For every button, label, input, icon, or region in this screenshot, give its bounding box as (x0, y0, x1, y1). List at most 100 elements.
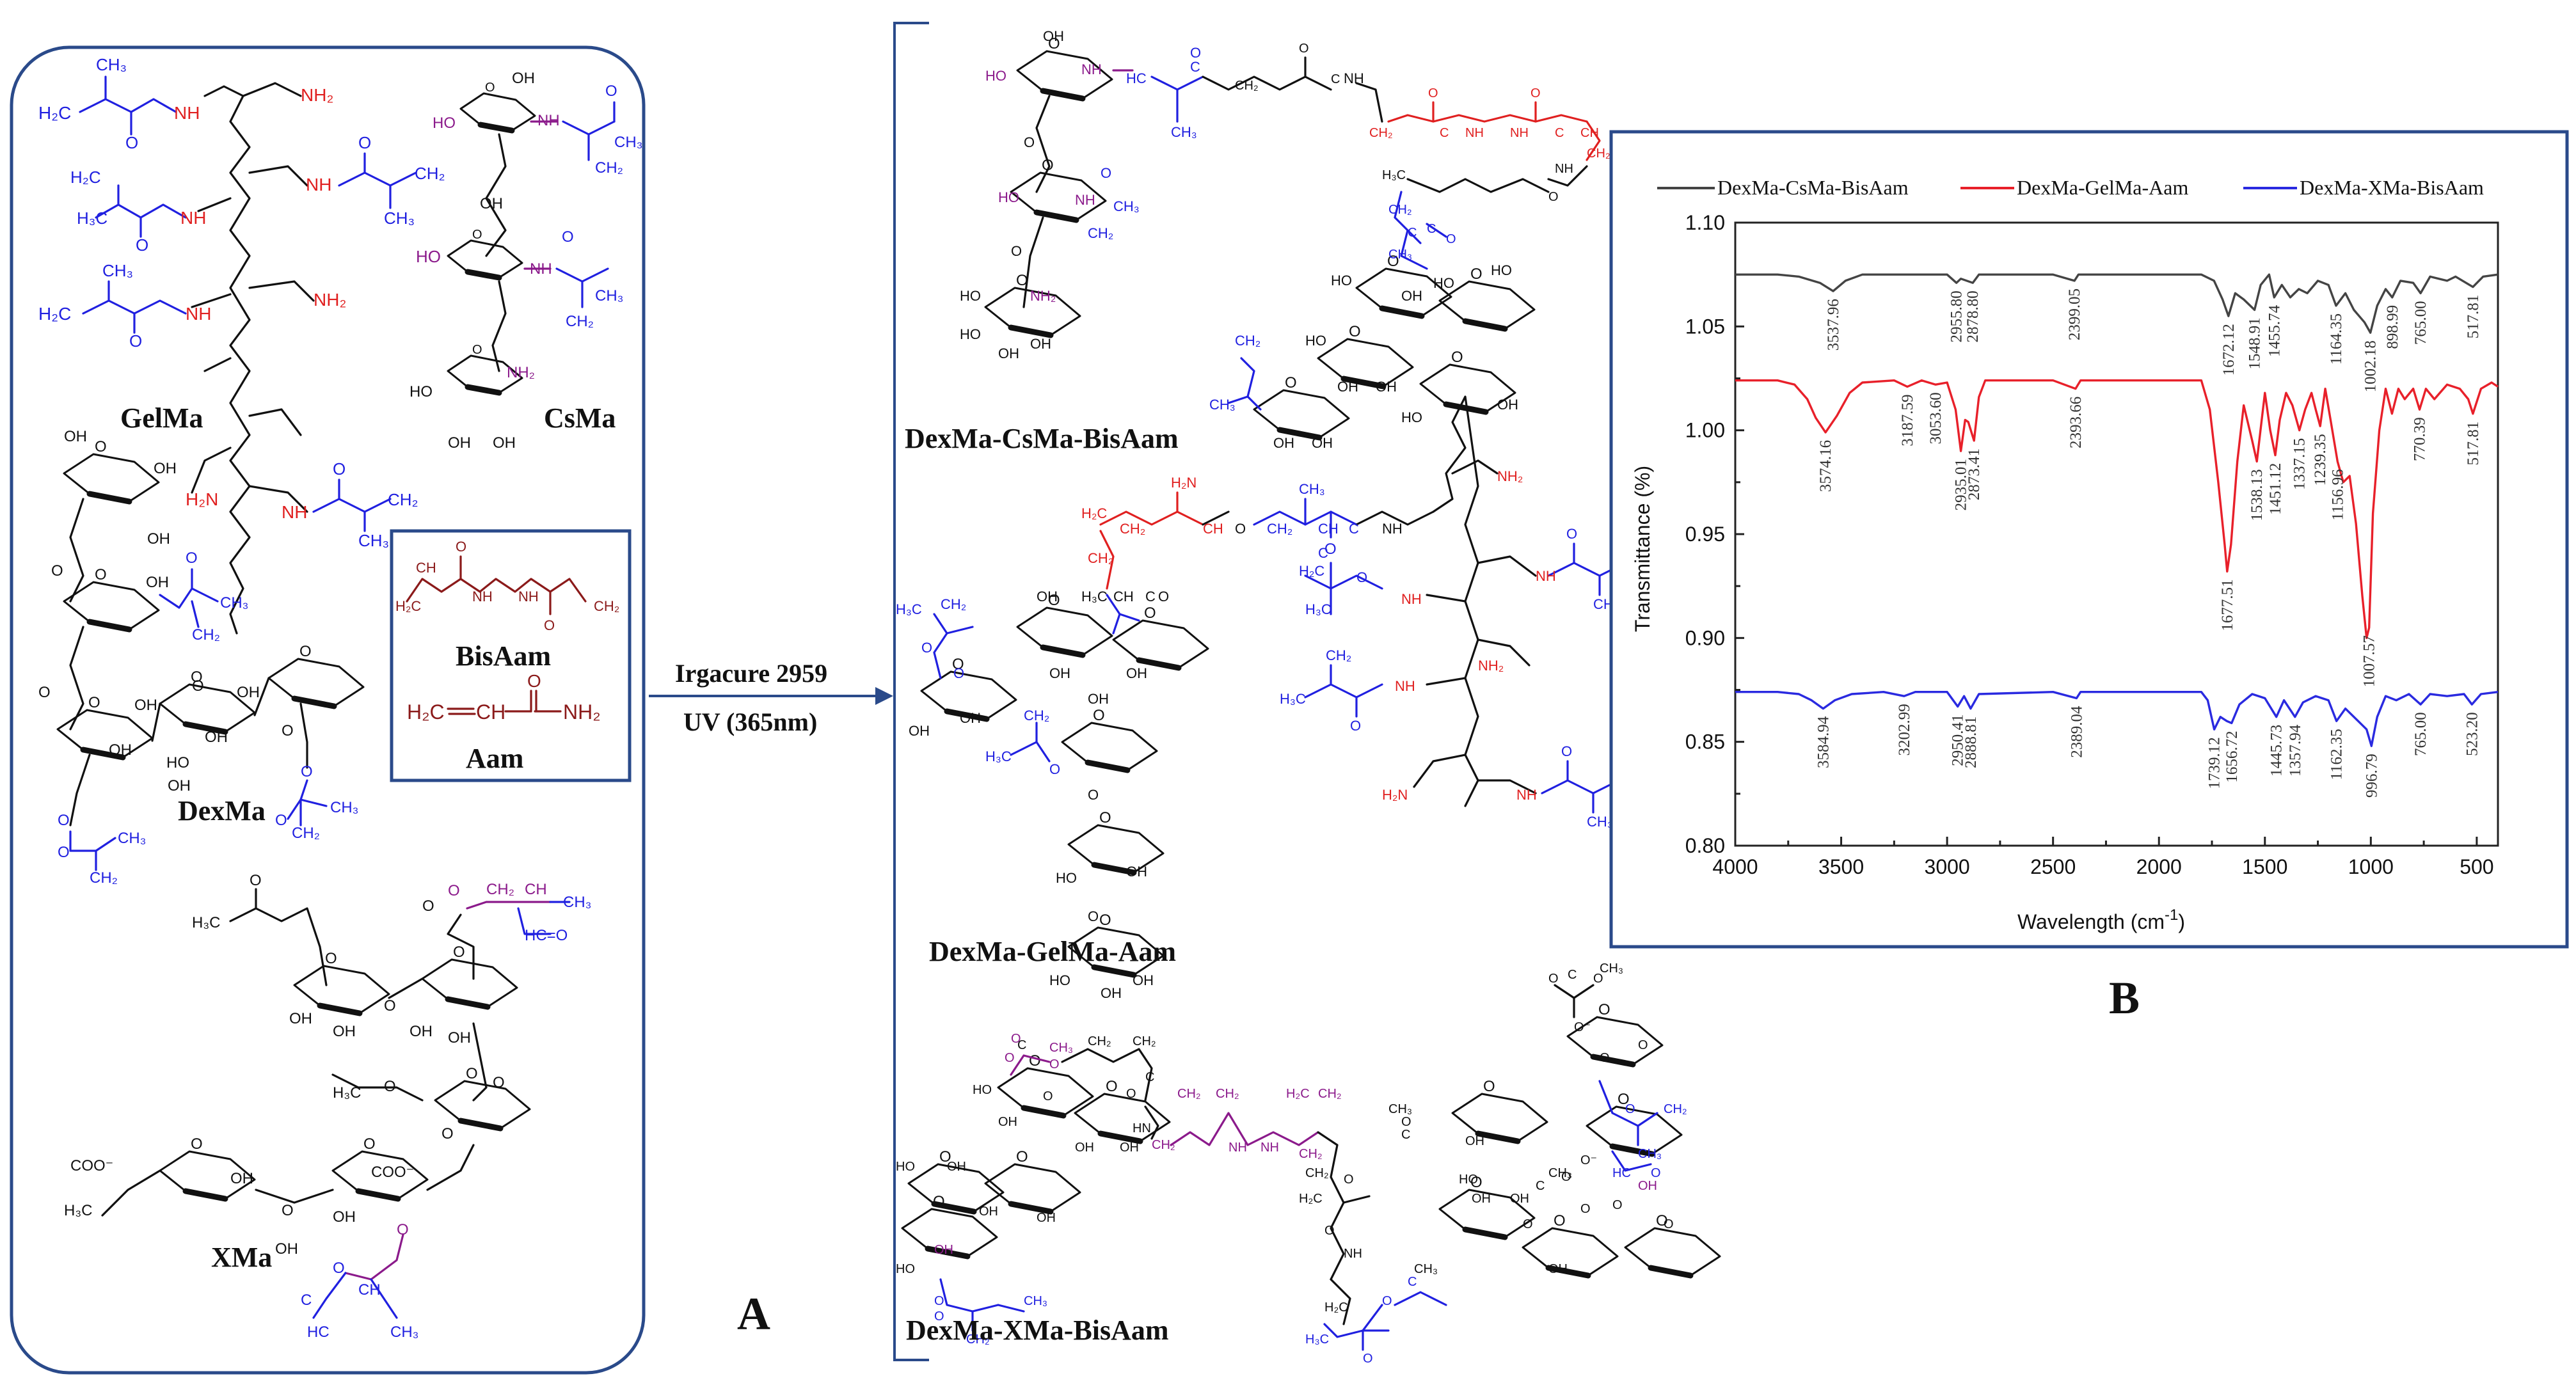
svg-text:O: O (422, 897, 434, 915)
ftir-chart: DexMa-CsMa-BisAam DexMa-GelMa-Aam DexMa-… (1609, 130, 2569, 949)
svg-text:CH₃: CH₃ (1209, 397, 1236, 413)
peak-label: 2399.05 (2066, 288, 2083, 340)
svg-text:O: O (136, 235, 148, 255)
svg-text:NH: NH (1228, 1141, 1247, 1155)
x-tick-label: 1000 (2348, 855, 2394, 878)
svg-text:H₂N: H₂N (1171, 475, 1197, 491)
x-tick-label: 2500 (2030, 855, 2076, 878)
svg-text:C: C (1401, 1128, 1410, 1142)
product-dexma-gelma-aam: H₂N H₂C CH₂ CH O CH₂ CH CH₃ C O NH NH₂ C… (896, 395, 1651, 1001)
legend-label-xma: DexMa-XMa-BisAam (2300, 176, 2484, 199)
svg-text:NH: NH (1510, 126, 1529, 140)
svg-text:H₂C: H₂C (407, 700, 445, 723)
svg-text:CH₂: CH₂ (1088, 550, 1113, 566)
svg-text:CH₂: CH₂ (1299, 1147, 1323, 1161)
series-line-1 (1735, 273, 2499, 334)
y-tick-label: 1.10 (1685, 211, 1725, 234)
peak-label: 1656.72 (2223, 731, 2241, 782)
peak-label: 1548.91 (2246, 317, 2264, 369)
svg-text:OH: OH (909, 723, 930, 739)
svg-text:OH: OH (333, 1208, 356, 1226)
peak-label: 2393.66 (2067, 397, 2085, 448)
svg-text:CH: CH (1580, 126, 1599, 140)
svg-text:O: O (527, 671, 541, 691)
svg-text:OH: OH (1030, 336, 1051, 352)
svg-text:O: O (1593, 972, 1603, 986)
svg-text:O: O (1401, 1115, 1411, 1129)
peak-label: 1162.35 (2328, 729, 2346, 780)
svg-text:C: C (1145, 1070, 1154, 1084)
xma-structure: H₃C O O O CH₂ CH CH₃ HC=O O OH OH OH OH … (64, 872, 591, 1341)
svg-text:OH: OH (1037, 589, 1058, 605)
svg-text:HO: HO (1331, 273, 1352, 288)
peak-label: 523.20 (2463, 712, 2481, 756)
series-line-2 (1735, 379, 2499, 639)
svg-text:NH: NH (1075, 192, 1095, 208)
svg-text:OH: OH (1126, 665, 1147, 681)
svg-text:O: O (192, 677, 204, 695)
svg-text:O: O (1049, 761, 1060, 777)
svg-text:OH: OH (289, 1010, 312, 1027)
svg-text:H₃C: H₃C (1305, 1332, 1329, 1347)
svg-text:OH: OH (1120, 1141, 1139, 1155)
peak-label: 770.39 (2412, 417, 2429, 461)
svg-text:O: O (38, 684, 51, 701)
svg-text:NH: NH (186, 304, 211, 324)
svg-text:O: O (1324, 1224, 1335, 1238)
x-tick-label: 3000 (1925, 855, 1970, 878)
product-label-csma: DexMa-CsMa-BisAam (905, 423, 1179, 454)
svg-text:OH: OH (1133, 972, 1154, 988)
x-tick-label: 1500 (2242, 855, 2287, 878)
svg-text:O⁻: O⁻ (1580, 1153, 1597, 1167)
peak-label: 1672.12 (2220, 324, 2238, 375)
svg-text:O: O (1664, 1217, 1674, 1231)
peak-label: 2878.80 (1964, 290, 1982, 342)
svg-text:CH₂: CH₂ (415, 164, 445, 183)
svg-text:CH₂: CH₂ (292, 825, 320, 842)
svg-text:OH: OH (998, 345, 1019, 361)
x-tick-label: 4000 (1712, 855, 1758, 878)
svg-text:CH₃: CH₃ (595, 287, 623, 304)
svg-text:HO: HO (896, 1160, 915, 1174)
svg-text:CH₃: CH₃ (1388, 1102, 1412, 1116)
svg-text:C: C (1318, 545, 1328, 561)
svg-text:NH₂: NH₂ (1030, 288, 1056, 304)
svg-text:CH₂: CH₂ (1318, 1087, 1342, 1101)
svg-text:O: O (1356, 569, 1367, 585)
svg-text:O⁻: O⁻ (1574, 1020, 1591, 1034)
crosslinker-box: H₂C CH O NH NH O CH₂ BisAam H₂C CH O NH₂… (390, 529, 632, 782)
svg-text:CH₃: CH₃ (1587, 814, 1613, 830)
svg-text:HO: HO (985, 68, 1006, 84)
svg-text:CH₂: CH₂ (1216, 1087, 1239, 1101)
svg-text:CH₂: CH₂ (1388, 203, 1412, 217)
svg-text:NH: NH (1516, 787, 1537, 803)
monomer-panel: H₂C CH₃ O NH NH₂ H₂C H₃C O NH NH CH₂ O C… (10, 45, 646, 1375)
svg-text:O: O (1350, 718, 1361, 734)
svg-text:O: O (1651, 1166, 1661, 1180)
peak-label: 765.00 (2412, 301, 2429, 345)
svg-text:CH₂: CH₂ (1326, 647, 1351, 663)
y-tick-label: 0.95 (1685, 523, 1725, 546)
svg-text:C: C (1349, 521, 1359, 537)
svg-text:C: C (1408, 1275, 1417, 1289)
svg-text:HO: HO (960, 288, 981, 304)
svg-text:HO: HO (973, 1083, 992, 1097)
peak-label: 1156.96 (2329, 469, 2346, 520)
peak-label: 1677.51 (2219, 579, 2236, 631)
svg-text:O: O (301, 763, 313, 780)
svg-text:HO: HO (1049, 972, 1070, 988)
svg-text:HC: HC (307, 1324, 330, 1341)
svg-text:NH₂: NH₂ (507, 364, 535, 381)
svg-text:H₂C: H₂C (70, 168, 101, 187)
svg-text:H₂C: H₂C (38, 103, 71, 123)
svg-text:H₂C: H₂C (395, 598, 421, 614)
svg-text:CH₂: CH₂ (1305, 1166, 1329, 1180)
svg-text:O: O (1428, 86, 1438, 100)
svg-text:O: O (1638, 1038, 1648, 1052)
svg-text:OH: OH (934, 1243, 953, 1257)
svg-text:CH₂: CH₂ (566, 313, 594, 330)
svg-text:HO: HO (1305, 333, 1326, 349)
svg-text:O: O (1566, 526, 1577, 542)
svg-text:OH: OH (1337, 379, 1358, 395)
